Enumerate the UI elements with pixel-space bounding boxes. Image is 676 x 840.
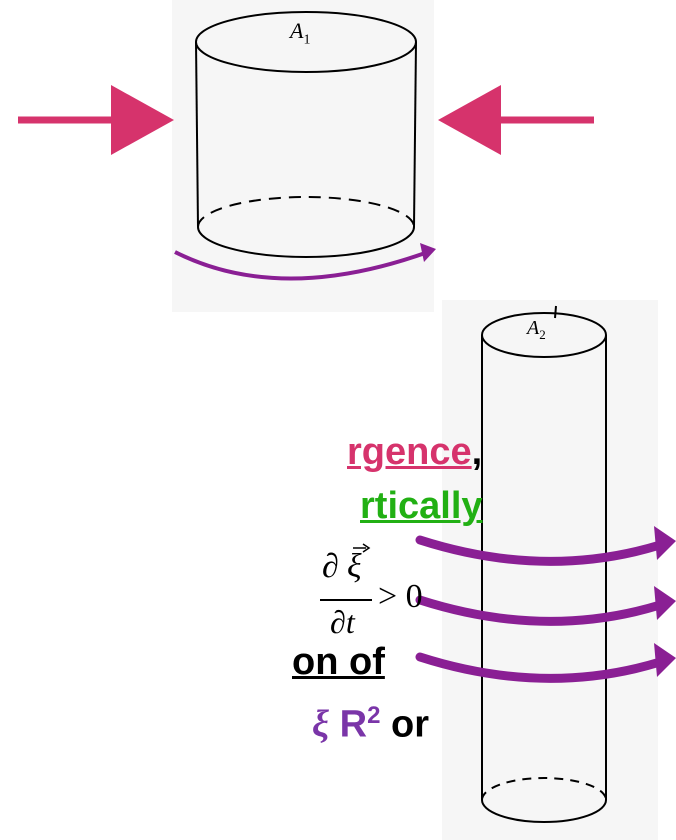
top-cylinder-panel xyxy=(172,0,434,312)
tall-cylinder-bottom-front xyxy=(481,799,607,823)
r-superscript: 2 xyxy=(367,702,381,729)
equation-relation: > 0 xyxy=(378,578,423,615)
top-cylinder-bottom-front xyxy=(197,226,415,258)
tall-cylinder-panel xyxy=(442,300,658,840)
r-symbol: R xyxy=(339,703,368,746)
tall-cylinder-bottom-back xyxy=(481,777,607,801)
top-cylinder-label-letter: A xyxy=(290,18,304,43)
tall-cylinder-label: A2 xyxy=(527,317,546,343)
equation-denominator: ∂t xyxy=(330,604,355,640)
tall-rotation-arrow-3 xyxy=(415,643,676,683)
tall-cylinder-label-letter: A xyxy=(527,317,540,339)
or-word: or xyxy=(391,703,430,746)
divergence-word: rgence xyxy=(347,431,472,473)
equation-numerator-xi: ξ xyxy=(347,548,362,585)
tall-cylinder-label-tick xyxy=(554,305,557,319)
top-cylinder-bottom-back xyxy=(197,196,415,228)
top-cylinder xyxy=(195,11,417,258)
line-xi-r-squared: ξ R2 or xyxy=(312,694,429,747)
tall-rotation-arrow-2 xyxy=(415,586,676,626)
top-cylinder-label-sub: 1 xyxy=(303,32,311,48)
tall-cylinder xyxy=(481,312,607,823)
line-vertically: rtically xyxy=(360,485,483,527)
top-cylinder-left-edge xyxy=(195,41,199,228)
equation-numerator-partial: ∂ xyxy=(322,548,339,585)
tall-rotation-arrow-1 xyxy=(415,526,676,566)
vector-arrow-over-xi xyxy=(353,543,371,553)
line-function-of: on of xyxy=(292,641,385,683)
xi-symbol: ξ xyxy=(312,703,330,746)
divergence-comma: , xyxy=(471,431,483,473)
top-cylinder-label: A1 xyxy=(290,18,310,48)
tall-cylinder-label-sub: 2 xyxy=(539,327,546,342)
top-cylinder-right-edge xyxy=(413,41,417,228)
top-rotation-arrow xyxy=(174,243,436,281)
line-divergence: rgence, xyxy=(347,430,482,474)
